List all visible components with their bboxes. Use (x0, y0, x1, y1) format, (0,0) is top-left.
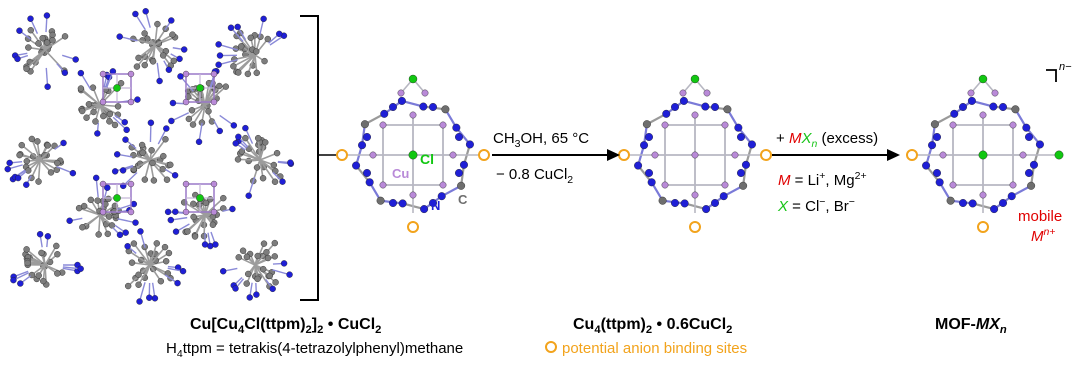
cluster-product (906, 74, 1064, 233)
caption-intermediate: Cu4(ttpm)2 • 0.6CuCl2 (573, 316, 733, 337)
atom-label-cl: Cl (420, 151, 434, 167)
framework-bracket (300, 15, 319, 301)
step1-byproduct: − 0.8 CuCl2 (496, 166, 574, 186)
anion-site-marker-icon (545, 341, 557, 353)
step2-x-definition: X = Cl−, Br− (778, 196, 855, 215)
step2-reagent: + MXn (excess) (776, 130, 879, 150)
mobile-label: mobile (1018, 208, 1063, 225)
reaction-arrow-icon (772, 149, 900, 161)
atom-label-c: C (458, 192, 468, 207)
step2-m-definition: M = Li+, Mg2+ (778, 170, 867, 189)
step1-reagent: CH3OH, 65 °C (493, 130, 590, 150)
anion-charge-label: n− (1059, 61, 1072, 73)
cluster-intermediate (618, 74, 772, 233)
caption-product: MOF-MXn (935, 316, 1007, 337)
atom-label-n: N (431, 198, 441, 213)
ligand-definition: H4ttpm = tetrakis(4-tetrazolylphenyl)met… (166, 340, 464, 360)
caption-framework: Cu[Cu4Cl(ttpm)2]2 • CuCl2 (190, 316, 382, 337)
cluster-start (336, 74, 490, 233)
reaction-arrow-icon (492, 149, 620, 161)
anion-charge-bracket (1046, 69, 1057, 82)
atom-label-cu: Cu (392, 166, 410, 181)
mobile-ion: Mn+ (1031, 226, 1056, 245)
framework-lattice-image (4, 8, 295, 305)
legend-anion-sites: potential anion binding sites (562, 340, 748, 357)
